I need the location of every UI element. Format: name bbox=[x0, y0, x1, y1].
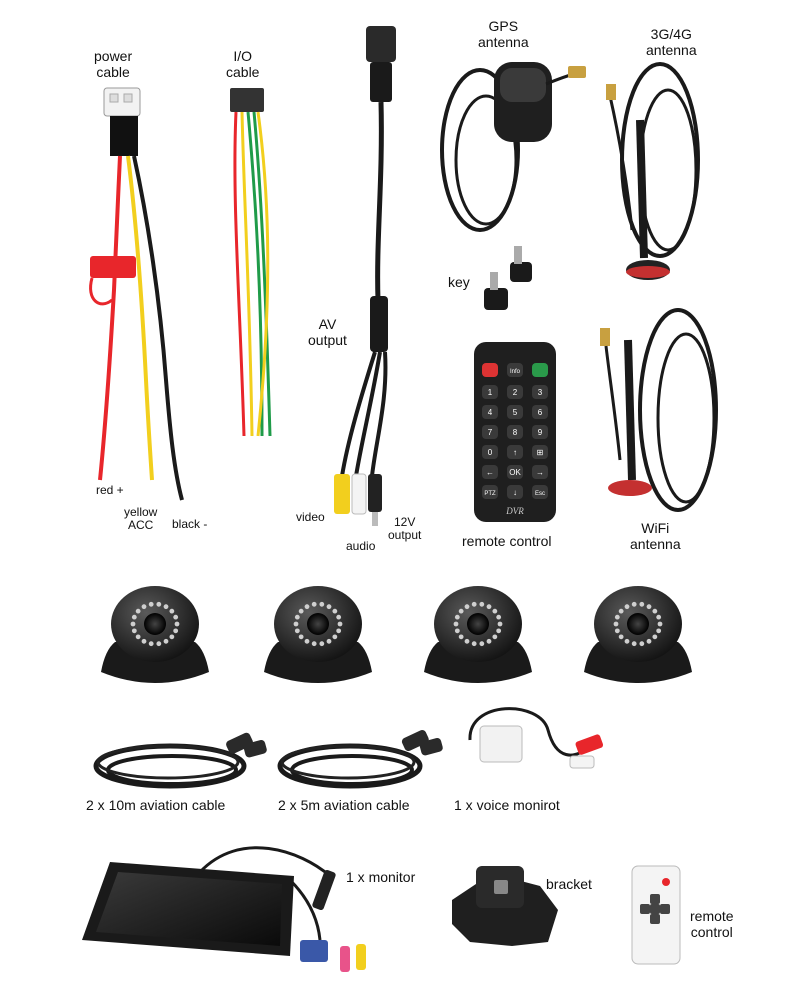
label-av-output: AV output bbox=[308, 316, 347, 348]
label-yellow-acc: yellow ACC bbox=[124, 506, 157, 532]
label-io-line2: cable bbox=[226, 64, 260, 80]
remote-green-key bbox=[532, 363, 548, 377]
label-gps-antenna: GPS antenna bbox=[478, 18, 529, 50]
remote-bottom-2 bbox=[532, 485, 548, 499]
label-small-remote: remote control bbox=[690, 908, 734, 940]
remote-key-11-label: ⊞ bbox=[537, 448, 544, 457]
label-io-cable: I/O cable bbox=[226, 48, 259, 80]
label-monitor: 1 x monitor bbox=[346, 869, 416, 885]
remote-key-3-label: 4 bbox=[488, 408, 493, 417]
remote-bottom-1-label: ↓ bbox=[513, 488, 517, 497]
remote-key-6 bbox=[482, 425, 498, 439]
remote-nav-0 bbox=[482, 465, 498, 479]
label-5m-cable: 2 x 5m aviation cable bbox=[278, 797, 410, 813]
remote-bottom-0 bbox=[482, 485, 498, 499]
label-12v-output: 12V output bbox=[388, 516, 421, 542]
remote-brand-label: DVR bbox=[505, 506, 524, 516]
dome-camera-1 bbox=[101, 586, 209, 683]
remote-key-7 bbox=[507, 425, 523, 439]
remote-key-5 bbox=[532, 405, 548, 419]
remote-bottom-0-label: PTZ bbox=[484, 491, 496, 497]
label-io-line1: I/O bbox=[233, 48, 253, 64]
dome-camera-3 bbox=[424, 586, 532, 683]
remote-key-0 bbox=[482, 385, 498, 399]
label-wifi-line1: WiFi bbox=[641, 520, 670, 536]
remote-key-5-label: 6 bbox=[538, 408, 543, 417]
remote-key-10 bbox=[507, 445, 523, 459]
label-av-line2: output bbox=[308, 332, 347, 348]
remote-key-4-label: 5 bbox=[513, 408, 518, 417]
remote-key-3 bbox=[482, 405, 498, 419]
label-wifi-line2: antenna bbox=[630, 536, 681, 552]
label-12v-line1: 12V bbox=[394, 515, 416, 529]
aviation-cable-10m-image bbox=[93, 732, 267, 789]
3g4g-antenna-image bbox=[606, 62, 700, 280]
label-small-remote-line2: control bbox=[690, 924, 733, 940]
power-cable-image bbox=[89, 87, 184, 501]
io-cable-image bbox=[230, 88, 272, 437]
gps-antenna-image bbox=[440, 62, 586, 232]
monitor-image bbox=[82, 846, 366, 972]
remote-nav-1 bbox=[507, 465, 523, 479]
small-remote-control-image bbox=[631, 865, 681, 965]
aviation-cable-5m-image bbox=[277, 729, 443, 789]
remote-key-2-label: 3 bbox=[538, 388, 543, 397]
label-12v-line2: output bbox=[388, 528, 422, 542]
remote-nav-0-label: ← bbox=[486, 468, 494, 477]
label-remote-control: remote control bbox=[462, 533, 552, 549]
remote-key-10-label: ↑ bbox=[513, 448, 517, 457]
label-voice-monitor: 1 x voice monirot bbox=[454, 797, 560, 813]
remote-key-0-label: 1 bbox=[488, 388, 493, 397]
remote-bottom-2-label: Esc bbox=[535, 491, 545, 497]
label-power-line1: power bbox=[94, 48, 133, 64]
label-small-remote-line1: remote bbox=[690, 908, 734, 924]
label-bracket: bracket bbox=[546, 876, 592, 892]
remote-info-key-label: Info bbox=[510, 369, 521, 375]
remote-key-7-label: 8 bbox=[513, 428, 518, 437]
remote-nav-2-label: → bbox=[536, 468, 544, 477]
label-wifi-antenna: WiFi antenna bbox=[630, 520, 681, 552]
remote-key-11 bbox=[532, 445, 548, 459]
label-red-plus: red + bbox=[96, 483, 124, 497]
remote-nav-2 bbox=[532, 465, 548, 479]
remote-key-9 bbox=[482, 445, 498, 459]
remote-key-4 bbox=[507, 405, 523, 419]
remote-key-1-label: 2 bbox=[513, 388, 518, 397]
label-yellow-line2: ACC bbox=[128, 518, 154, 532]
remote-key-8-label: 9 bbox=[538, 428, 543, 437]
remote-nav-1-label: OK bbox=[509, 468, 521, 477]
label-yellow-line1: yellow bbox=[124, 505, 158, 519]
label-black-minus: black - bbox=[172, 517, 208, 531]
wifi-antenna-image bbox=[600, 308, 718, 512]
dome-camera-4 bbox=[584, 586, 692, 683]
remote-info-key bbox=[507, 363, 523, 377]
label-audio: audio bbox=[346, 539, 376, 553]
label-power-line2: cable bbox=[96, 64, 130, 80]
remote-key-8 bbox=[532, 425, 548, 439]
label-av-line1: AV bbox=[318, 316, 337, 332]
remote-key-6-label: 7 bbox=[488, 428, 493, 437]
label-3g4g-antenna: 3G/4G antenna bbox=[646, 26, 697, 58]
remote-key-1 bbox=[507, 385, 523, 399]
key-image bbox=[484, 246, 532, 310]
dome-cameras bbox=[101, 586, 692, 683]
label-key: key bbox=[448, 274, 470, 290]
label-3g4g-line2: antenna bbox=[646, 42, 697, 58]
label-3g4g-line1: 3G/4G bbox=[650, 26, 692, 42]
label-gps-line1: GPS bbox=[488, 18, 519, 34]
label-10m-cable: 2 x 10m aviation cable bbox=[86, 797, 226, 813]
label-power-cable: power cable bbox=[94, 48, 132, 80]
dome-camera-2 bbox=[264, 586, 372, 683]
av-output-cable-image bbox=[334, 26, 396, 526]
label-gps-line2: antenna bbox=[478, 34, 529, 50]
label-video: video bbox=[296, 510, 325, 524]
remote-bottom-1 bbox=[507, 485, 523, 499]
remote-key-9-label: 0 bbox=[488, 448, 493, 457]
remote-key-2 bbox=[532, 385, 548, 399]
remote-power-key bbox=[482, 363, 498, 377]
bracket-image bbox=[452, 866, 558, 946]
voice-monitor-image bbox=[468, 707, 604, 769]
